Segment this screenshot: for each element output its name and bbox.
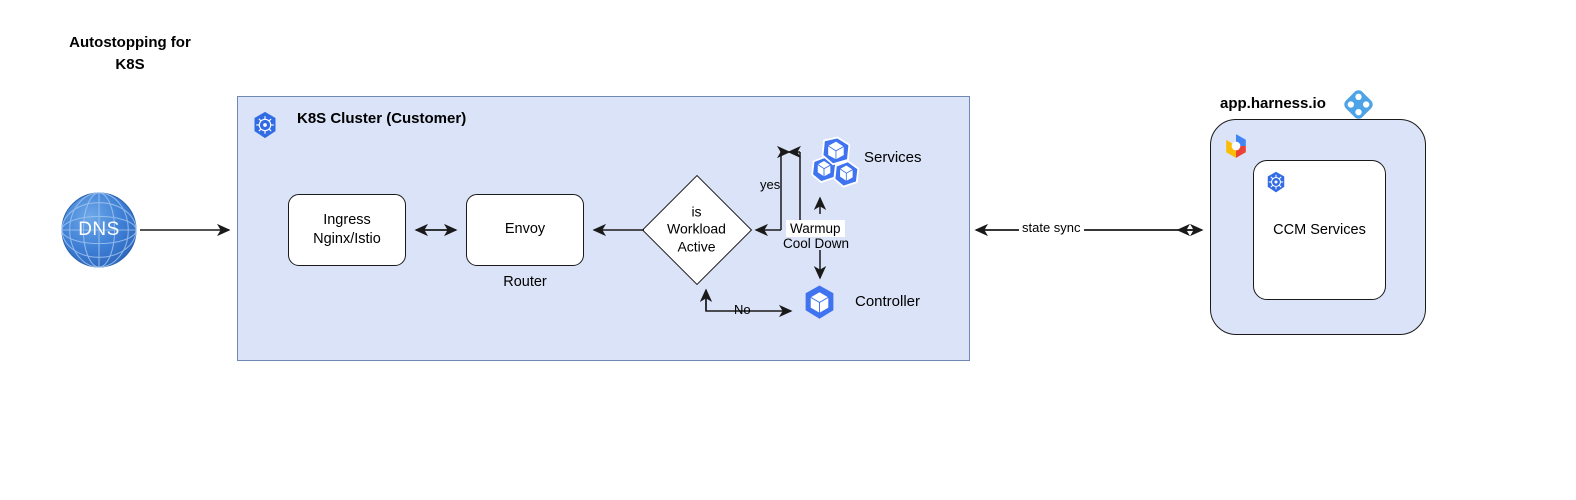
cluster-title: K8S Cluster (Customer) (297, 110, 467, 127)
cube-icon (801, 284, 838, 321)
edge-label-warmup: Warmup (786, 220, 845, 237)
gcp-hexagon-icon (1222, 132, 1250, 160)
router-label: Router (503, 274, 547, 290)
harness-logo-icon (1343, 89, 1374, 120)
dns-node: DNS (60, 191, 138, 269)
edge-label-state-sync: state sync (1019, 220, 1084, 235)
ingress-node[interactable]: Ingress Nginx/Istio (288, 194, 406, 266)
ccm-services-label: CCM Services (1273, 222, 1366, 238)
edge-label-cooldown: Cool Down (783, 236, 850, 251)
page-title: Autostopping for K8S (69, 34, 191, 73)
kubernetes-icon (1265, 171, 1287, 193)
globe-icon (61, 192, 137, 268)
edge-label-yes: yes (760, 177, 781, 192)
harness-title: app.harness.io (1220, 95, 1326, 112)
edge-label-no: No (734, 302, 751, 317)
service-cubes-icon (797, 136, 863, 194)
envoy-node[interactable]: Envoy (466, 194, 584, 266)
decision-label: is Workload Active (667, 203, 726, 255)
decision-node[interactable]: is Workload Active (641, 174, 752, 285)
kubernetes-icon (251, 111, 279, 139)
controller-label: Controller (855, 293, 921, 310)
services-label: Services (864, 149, 922, 166)
